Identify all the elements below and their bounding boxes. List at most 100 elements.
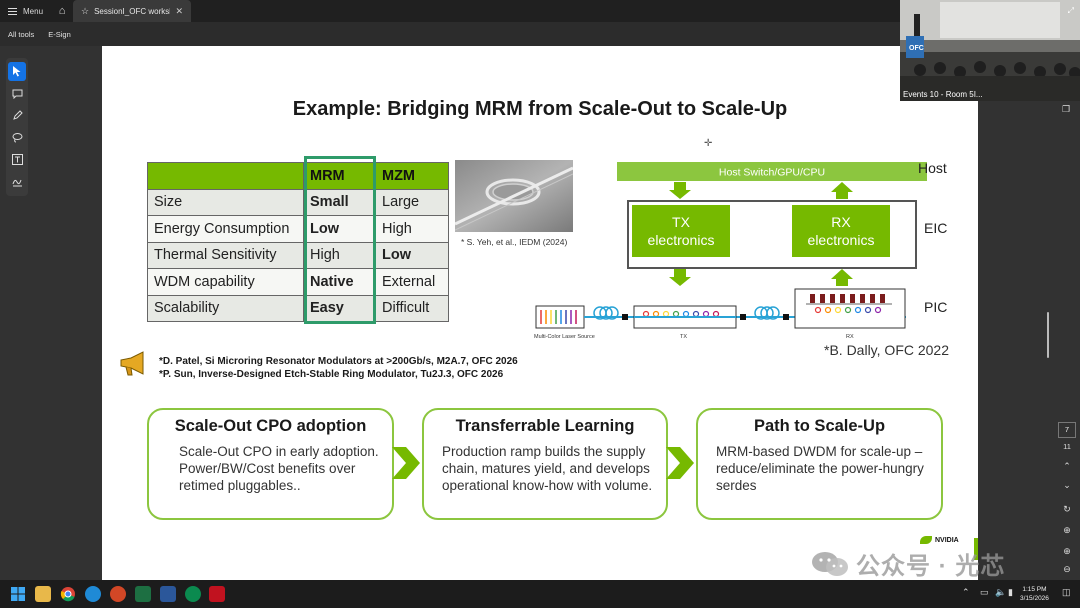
video-feed-overlay[interactable]: OFC Events 10 - Room 5I... ⤢ bbox=[900, 0, 1080, 101]
watermark: 公众号 · 光芯 bbox=[810, 546, 1005, 581]
vertical-scrollbar[interactable] bbox=[1047, 312, 1049, 358]
mrm-column-highlight bbox=[304, 156, 376, 324]
table-cell-mrm: Low bbox=[303, 215, 376, 243]
table-header-mzm: MZM bbox=[375, 162, 449, 190]
reference-item: *D. Patel, Si Microring Resonator Modula… bbox=[159, 356, 518, 367]
menu-button[interactable]: Menu bbox=[0, 0, 51, 22]
card-body: MRM-based DWDM for scale-up – reduce/eli… bbox=[716, 444, 924, 493]
word-icon[interactable] bbox=[160, 586, 176, 602]
table-cell-metric: WDM capability bbox=[147, 268, 304, 296]
fiber-coil bbox=[766, 306, 780, 320]
close-tab-icon[interactable]: ✕ bbox=[175, 5, 184, 16]
excel-icon[interactable] bbox=[135, 586, 151, 602]
home-icon[interactable]: ⌂ bbox=[58, 5, 66, 17]
rx-label: RX bbox=[831, 214, 851, 230]
battery-icon[interactable]: ▮ bbox=[1008, 587, 1013, 597]
copy-icon[interactable]: ❐ bbox=[1061, 104, 1071, 114]
arrow-up-to-rx bbox=[831, 269, 853, 286]
meeting-app-icon[interactable] bbox=[185, 586, 201, 602]
table-cell-mzm: Low bbox=[375, 241, 449, 269]
arrow-up-from-rx bbox=[831, 182, 853, 199]
star-icon[interactable]: ☆ bbox=[81, 5, 90, 16]
chevron-right-icon bbox=[392, 447, 420, 479]
video-room-label: Events 10 - Room 5I... bbox=[903, 90, 983, 99]
crosshair-cursor-icon: ✛ bbox=[704, 138, 713, 149]
card-title: Scale-Out CPO adoption bbox=[174, 417, 367, 435]
table-header-mrm: MRM bbox=[303, 162, 376, 190]
wechat-icon bbox=[812, 551, 848, 576]
sign-icon[interactable] bbox=[8, 172, 26, 191]
coupler bbox=[740, 314, 746, 320]
reference-item: *P. Sun, Inverse-Designed Etch-Stable Ri… bbox=[159, 369, 504, 380]
expand-video-icon[interactable]: ⤢ bbox=[1067, 6, 1074, 15]
photo-caption: * S. Yeh, et al., IEDM (2024) bbox=[461, 237, 568, 247]
tx-electronics-label: electronics bbox=[648, 232, 715, 248]
fiber-coil bbox=[599, 306, 613, 320]
laser-source-label: Multi-Color Laser Source bbox=[534, 334, 595, 340]
windows-taskbar: ⌃ ▭ 🔈 ▮ 1:15 PM 3/15/2026 ◫ bbox=[0, 580, 1080, 608]
refresh-icon[interactable]: ↻ bbox=[1063, 504, 1071, 514]
document-tab-title: SessionI_OFC workshop... bbox=[94, 6, 170, 16]
rx-electronics-box bbox=[792, 205, 890, 257]
text-select-icon[interactable] bbox=[8, 150, 26, 169]
coupler bbox=[622, 314, 628, 320]
rx-electronics-label: electronics bbox=[808, 232, 875, 248]
arrow-down-to-pic bbox=[669, 269, 691, 286]
all-tools-button[interactable]: All tools bbox=[8, 29, 35, 39]
dally-reference: *B. Dally, OFC 2022 bbox=[824, 342, 950, 358]
tx-pic-label: TX bbox=[680, 334, 687, 340]
acrobat-icon[interactable] bbox=[209, 586, 225, 602]
clock-time: 1:15 PM bbox=[1022, 586, 1047, 593]
host-label: Host bbox=[918, 160, 947, 176]
lasso-icon[interactable] bbox=[8, 128, 26, 147]
table-cell-mzm: Large bbox=[375, 188, 449, 216]
speaker-icon[interactable]: 🔈 bbox=[995, 587, 1007, 597]
table-row: Size Small Large bbox=[147, 188, 449, 216]
tray-chevron-icon[interactable]: ⌃ bbox=[962, 587, 970, 597]
edge-icon[interactable] bbox=[85, 586, 101, 602]
e-sign-button[interactable]: E-Sign bbox=[48, 29, 71, 39]
table-header-blank bbox=[147, 162, 304, 190]
nvidia-logo: NVIDIA bbox=[920, 536, 959, 544]
table-row: Scalability Easy Difficult bbox=[147, 294, 449, 322]
table-row: Thermal Sensitivity High Low bbox=[147, 241, 449, 269]
file-explorer-icon[interactable] bbox=[35, 586, 51, 602]
chrome-icon[interactable] bbox=[60, 586, 76, 602]
document-tab[interactable]: ☆ SessionI_OFC workshop... ✕ bbox=[73, 0, 192, 22]
coupler bbox=[783, 314, 789, 320]
zoom-out-icon[interactable]: ⊖ bbox=[1063, 564, 1071, 574]
current-page-input[interactable]: 7 bbox=[1058, 422, 1076, 438]
green-accent-bar bbox=[974, 538, 978, 560]
zoom-in-icon[interactable]: ⊕ bbox=[1063, 525, 1071, 535]
pen-icon[interactable] bbox=[8, 106, 26, 125]
powerpoint-icon[interactable] bbox=[110, 586, 126, 602]
laser-lines bbox=[540, 310, 577, 324]
network-icon[interactable]: ▭ bbox=[980, 587, 989, 597]
table-cell-metric: Energy Consumption bbox=[147, 215, 304, 243]
table-cell-mzm: Difficult bbox=[375, 294, 449, 322]
select-cursor-icon[interactable] bbox=[8, 62, 26, 81]
card-transferrable-learning: Transferrable Learning Production ramp b… bbox=[422, 408, 668, 520]
page-up-icon[interactable]: ⌃ bbox=[1063, 461, 1071, 471]
notifications-icon[interactable]: ◫ bbox=[1062, 587, 1071, 597]
table-row: Energy Consumption Low High bbox=[147, 215, 449, 243]
card-scale-out: Scale-Out CPO adoption Scale-Out CPO in … bbox=[147, 408, 394, 520]
host-eic-pic-diagram: Host Switch/GPU/CPU Host TX electronics … bbox=[534, 160, 947, 340]
windows-start-icon[interactable] bbox=[10, 586, 26, 602]
references: *D. Patel, Si Microring Resonator Modula… bbox=[159, 355, 518, 381]
rx-detectors bbox=[810, 294, 885, 303]
presentation-slide: Example: Bridging MRM from Scale-Out to … bbox=[102, 46, 978, 580]
page-down-icon[interactable]: ⌄ bbox=[1063, 480, 1071, 490]
card-path-to-scale-up: Path to Scale-Up MRM-based DWDM for scal… bbox=[696, 408, 943, 520]
taskbar-clock[interactable]: 1:15 PM 3/15/2026 bbox=[1020, 585, 1049, 603]
megaphone-icon bbox=[120, 351, 144, 376]
laser-source-box bbox=[535, 305, 585, 329]
comment-icon[interactable] bbox=[8, 84, 26, 103]
pic-label: PIC bbox=[924, 299, 947, 315]
clock-date: 3/15/2026 bbox=[1020, 595, 1049, 602]
table-row: WDM capability Native External bbox=[147, 268, 449, 296]
table-cell-mrm: Small bbox=[303, 188, 376, 216]
card-body: Scale-Out CPO in early adoption. Power/B… bbox=[179, 444, 379, 493]
zoom-in-plus-icon[interactable]: ⊕ bbox=[1063, 546, 1071, 556]
card-title: Path to Scale-Up bbox=[753, 417, 886, 435]
